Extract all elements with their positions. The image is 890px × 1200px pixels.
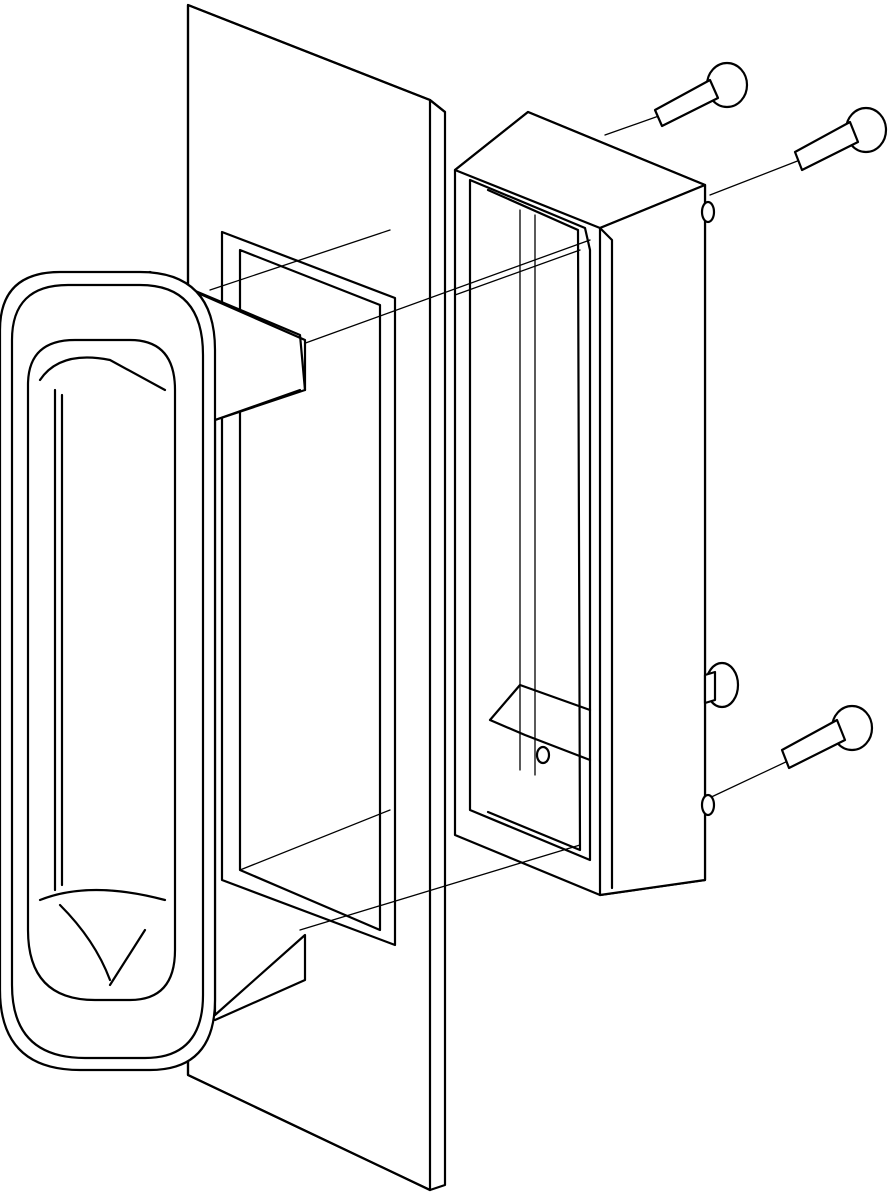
screw (780, 704, 874, 770)
screw (703, 661, 740, 709)
pull-handle (0, 270, 307, 1072)
mounting-plate (186, 3, 447, 1192)
screw (793, 106, 888, 172)
back-housing (453, 110, 707, 897)
projection-lines (209, 111, 801, 931)
screw (653, 61, 749, 128)
screw-tip (700, 200, 716, 224)
screw-tip (700, 793, 716, 817)
